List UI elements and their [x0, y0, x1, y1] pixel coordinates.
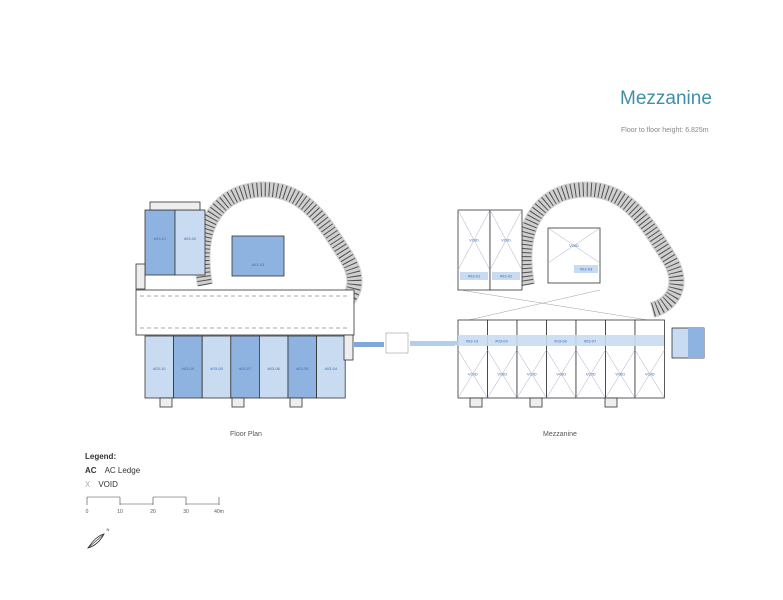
floor-plan-caption: Floor Plan	[230, 431, 262, 438]
void-cross	[575, 349, 606, 399]
void-label: VOID	[469, 238, 479, 243]
service-core	[149, 201, 201, 211]
void-label: VOID	[527, 372, 537, 377]
void-label: VOID	[497, 372, 507, 377]
ledge-label: #03-02	[500, 274, 513, 279]
unit-label: #03-08	[210, 366, 223, 371]
scale-label: 0	[86, 509, 89, 515]
mezzanine-void-unit	[605, 319, 636, 399]
mezzanine-void-unit	[547, 227, 601, 284]
unit-#03-07	[230, 335, 260, 399]
void-label: VOID	[615, 372, 625, 377]
void-symbol-icon: X	[85, 480, 91, 489]
floor-height-note: Floor to floor height: 6.825m	[621, 127, 709, 134]
void-cross	[634, 349, 665, 399]
unit-#03-02	[174, 209, 206, 276]
void-line	[459, 289, 661, 323]
service-core	[289, 397, 303, 408]
unit-label: #03-01	[154, 236, 167, 241]
service-core	[231, 397, 245, 408]
lift-core-shade	[688, 328, 704, 358]
mezzanine-void-unit	[546, 319, 577, 399]
ac-ledge	[492, 272, 520, 280]
ac-symbol: AC	[85, 466, 97, 475]
void-label: VOID	[645, 372, 655, 377]
legend-item-void: X VOID	[85, 480, 140, 489]
corridor	[135, 289, 355, 336]
void-cross	[516, 349, 547, 399]
ledge-label: #03-03	[580, 267, 593, 272]
link-bridge	[354, 342, 384, 347]
staircase	[135, 263, 146, 290]
unit-label: #03-10	[153, 366, 166, 371]
scale-label: 10	[117, 509, 123, 515]
ledge-label: #03-10	[466, 339, 479, 344]
ledge-label: #03-09	[495, 339, 508, 344]
legend-label: AC Ledge	[104, 466, 141, 475]
void-label: VOID	[468, 372, 478, 377]
ledge-label: #03-08	[554, 339, 567, 344]
unit-#03-01	[144, 209, 176, 276]
legend-heading: Legend:	[85, 452, 117, 461]
north-label: N	[107, 527, 110, 532]
service-core	[159, 397, 173, 408]
void-label: VOID	[501, 238, 511, 243]
page-title: Mezzanine	[620, 88, 712, 109]
scale-label: 30	[183, 509, 189, 515]
scale-label: 20	[150, 509, 156, 515]
ramp-outline	[194, 181, 363, 318]
void-cross	[487, 349, 518, 399]
unit-#03-10	[144, 335, 175, 399]
unit-label: #03-07	[239, 366, 252, 371]
scale-label: 40m	[214, 509, 224, 515]
service-core	[604, 397, 618, 408]
legend: Legend: AC AC Ledge X VOID	[85, 452, 140, 489]
unit-label: #03-03	[252, 262, 265, 267]
legend-label: VOID	[98, 480, 118, 489]
ac-ledge	[460, 272, 488, 280]
void-cross	[457, 209, 491, 271]
unit-label: #03-06	[267, 366, 280, 371]
north-arrow-needle	[87, 533, 105, 549]
unit-label: #03-05	[296, 366, 309, 371]
ramp-hatching	[517, 182, 684, 317]
ledge-label: #03-07	[584, 339, 597, 344]
legend-item-ac: AC AC Ledge	[85, 466, 140, 475]
unit-label: #03-04	[325, 366, 338, 371]
mezzanine-void-unit	[487, 319, 518, 399]
void-line	[459, 289, 601, 323]
ledge-label: #03-01	[468, 274, 481, 279]
mezzanine-void-unit	[457, 319, 488, 399]
ac-ledge-band	[458, 335, 664, 346]
void-cross	[457, 349, 488, 399]
void-cross	[547, 227, 601, 264]
ac-ledge	[574, 265, 598, 273]
mezzanine-void-unit	[634, 319, 665, 399]
void-cross	[489, 209, 523, 271]
void-label: VOID	[556, 372, 566, 377]
unit-label: #03-02	[184, 236, 197, 241]
mezzanine-void-unit	[575, 319, 606, 399]
unit-#03-03	[231, 235, 285, 277]
link-bridge	[430, 341, 458, 345]
lift-lobby	[385, 332, 409, 354]
void-label: VOID	[586, 372, 596, 377]
service-core	[469, 397, 483, 408]
unit-#03-04	[316, 335, 346, 399]
mezzanine-void-unit	[516, 319, 547, 399]
void-label: VOID	[569, 243, 579, 248]
service-core	[529, 397, 543, 408]
mezzanine-caption: Mezzanine	[543, 431, 577, 438]
ramp-hatching	[195, 182, 362, 317]
unit-label: #03-09	[182, 366, 195, 371]
void-cross	[605, 349, 636, 399]
void-cross	[546, 349, 577, 399]
ramp-outline	[516, 181, 685, 318]
staircase	[343, 334, 354, 361]
